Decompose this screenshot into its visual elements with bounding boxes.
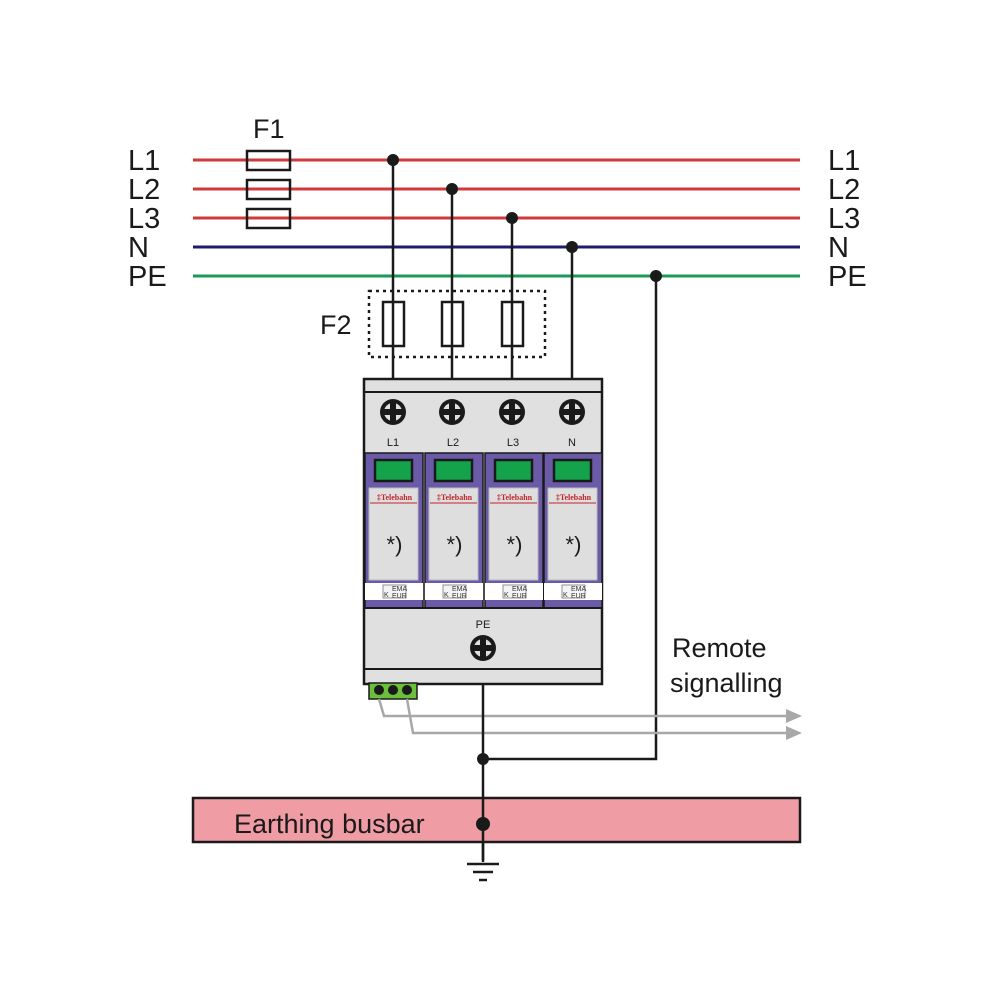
junction-dot-n	[566, 241, 578, 253]
fuse-f2-label: F2	[320, 310, 352, 340]
pe-terminal-screw-icon	[470, 635, 496, 661]
earthing-busbar-label: Earthing busbar	[234, 809, 425, 839]
terminal-label-l3: L3	[507, 437, 519, 449]
remote-signalling-label-line1: Remote	[672, 633, 767, 663]
terminal-label-n: N	[568, 437, 576, 449]
line-label-left-l2: L2	[128, 174, 160, 206]
certification-mark	[561, 584, 586, 599]
line-label-left-l1: L1	[128, 145, 160, 177]
junction-dot-l2	[446, 183, 458, 195]
module-mark: *)	[447, 532, 463, 557]
junction-dot-pe	[650, 270, 662, 282]
svg-text:EUR: EUR	[571, 593, 586, 600]
line-label-left-pe: PE	[128, 261, 167, 293]
junction-dot-l1	[387, 154, 399, 166]
junction-dot-l3	[506, 212, 518, 224]
earthing-busbar	[191, 796, 802, 844]
arrow-right-icon	[786, 726, 802, 740]
svg-text:K: K	[504, 592, 509, 599]
remote-signalling-label-line2: signalling	[670, 668, 783, 698]
svg-text:K: K	[444, 592, 449, 599]
line-label-right-n: N	[828, 232, 849, 264]
status-indicator-window	[493, 458, 534, 483]
module-mark: *)	[387, 532, 403, 557]
brand-label: ‡Telebahn	[437, 493, 473, 502]
signal-pin-icon	[374, 685, 384, 695]
svg-text:EUR: EUR	[392, 593, 407, 600]
signal-pin-icon	[388, 685, 398, 695]
module-mark: *)	[566, 532, 582, 557]
line-label-right-l2: L2	[828, 174, 860, 206]
pe-terminal-label: PE	[476, 619, 491, 631]
svg-text:EMA: EMA	[452, 586, 468, 593]
signal-pin-icon	[402, 685, 412, 695]
svg-text:EMA: EMA	[392, 586, 408, 593]
certification-mark	[442, 584, 467, 599]
line-label-left-l3: L3	[128, 203, 160, 235]
status-indicator-window	[552, 458, 593, 483]
status-indicator-window	[433, 458, 474, 483]
signal-wire-1	[377, 698, 790, 718]
surge-protection-device: L1 L2 L3 N ‡Telebahn*)KEMAEUR‡Telebahn*)…	[362, 377, 604, 686]
certification-mark	[502, 584, 527, 599]
line-label-right-l3: L3	[828, 203, 860, 235]
status-indicator-window	[373, 458, 414, 483]
remote-signalling-connector	[368, 682, 418, 700]
fuse-f1-l2-icon	[245, 178, 292, 201]
terminal-screw-l2-icon	[439, 399, 465, 425]
terminal-label-l2: L2	[447, 437, 459, 449]
junction-dot-busbar	[476, 817, 490, 831]
line-label-left-n: N	[128, 232, 149, 264]
fuse-f1-l1-icon	[245, 149, 292, 172]
arrow-right-icon	[786, 709, 802, 723]
ground-icon	[467, 862, 499, 882]
certification-mark	[382, 584, 407, 599]
fuse-f1-l3-icon	[245, 207, 292, 230]
svg-text:EUR: EUR	[512, 593, 527, 600]
line-label-right-l1: L1	[828, 145, 860, 177]
svg-text:EUR: EUR	[452, 593, 467, 600]
terminal-label-l1: L1	[387, 437, 399, 449]
terminal-screw-l3-icon	[499, 399, 525, 425]
fuse-f2-group-box	[367, 289, 547, 359]
module-mark: *)	[507, 532, 523, 557]
terminal-screw-n-icon	[559, 399, 585, 425]
junction-dot-pe-merge	[477, 753, 489, 765]
fuse-f1-label: F1	[253, 114, 285, 144]
terminal-screw-l1-icon	[380, 399, 406, 425]
brand-label: ‡Telebahn	[497, 493, 533, 502]
line-label-right-pe: PE	[828, 261, 867, 293]
brand-label: ‡Telebahn	[556, 493, 592, 502]
signal-wire-2	[405, 698, 790, 735]
svg-text:EMA: EMA	[571, 586, 587, 593]
svg-text:K: K	[384, 592, 389, 599]
wire-pe	[483, 276, 658, 761]
brand-label: ‡Telebahn	[377, 493, 413, 502]
svg-text:EMA: EMA	[512, 586, 528, 593]
svg-text:K: K	[563, 592, 568, 599]
